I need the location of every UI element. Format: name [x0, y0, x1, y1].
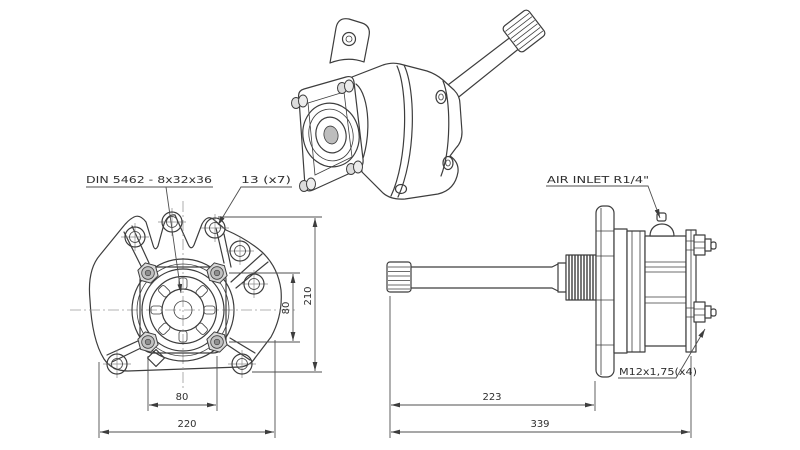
dim-text-bolt-pattern-width: 80: [176, 392, 189, 403]
side-splined-tip: [386, 261, 412, 293]
side-view: [386, 205, 717, 378]
side-shaft: [410, 263, 559, 292]
iso-boss-hole: [435, 89, 447, 105]
iso-boss-hole-inner: [438, 93, 444, 101]
dim-text-shaft-length: 223: [482, 392, 501, 403]
leader-air-inlet: [546, 185, 661, 219]
iso-ear-hole: [341, 31, 357, 47]
dim-text-flange-height: 210: [303, 286, 314, 305]
spline-bore: [131, 258, 235, 362]
dim-text-bolt-pattern-height: 80: [281, 302, 292, 315]
stud-nut-lower: [686, 301, 717, 323]
front-mounting-face: [139, 266, 227, 354]
ext-line: [389, 296, 692, 438]
front-view-dimensions: 80 210 80 220: [98, 216, 322, 438]
side-shaft-collar: [557, 262, 567, 293]
isometric-view: [291, 9, 546, 200]
dim-text-total-length: 339: [530, 419, 549, 430]
iso-housing-outline: [351, 62, 463, 200]
iso-boss-hole-inner: [445, 159, 451, 167]
iso-stud-nut: [291, 94, 308, 109]
iso-stud-nut: [337, 79, 354, 94]
side-body-front-plate: [626, 230, 646, 353]
front-view: [70, 201, 297, 388]
side-body-cylinder: [644, 235, 687, 347]
iso-splined-tip: [502, 9, 546, 53]
ext-line: [218, 216, 322, 373]
front-port: [146, 348, 166, 368]
iso-boss-hole: [394, 183, 408, 195]
front-ribs: [106, 225, 269, 363]
side-view-dimensions: 223 339: [389, 296, 692, 438]
iso-shaft: [443, 35, 522, 101]
iso-stud-nut: [346, 160, 363, 175]
iso-boss-hole: [442, 155, 454, 171]
label-air-inlet: AIR INLET R1/4": [547, 175, 649, 186]
side-flange-details: [596, 208, 614, 375]
stud-nut-upper: [686, 234, 717, 256]
ext-line: [229, 272, 300, 343]
side-splined-hub-teeth: [568, 255, 594, 300]
front-outline: [88, 214, 282, 372]
label-spline-spec: DIN 5462 - 8x32x36: [86, 175, 212, 186]
side-body-front-lines: [631, 231, 641, 352]
side-splined-tip-ribs: [388, 266, 410, 290]
ext-line: [98, 340, 276, 438]
iso-bore: [302, 102, 360, 168]
iso-stud-nut: [299, 177, 316, 192]
dim-text-flange-width: 220: [177, 419, 196, 430]
air-inlet-fitting: [649, 223, 675, 237]
label-stud-spec: M12x1,75(x4): [619, 367, 697, 378]
leader-hole-spec: [217, 186, 292, 226]
iso-ear-hole-inner: [345, 35, 353, 43]
leader-stud-spec: [618, 328, 706, 379]
iso-housing-bands: [355, 64, 450, 198]
iso-ear: [329, 18, 370, 64]
label-hole-spec: 13 (x7): [241, 175, 291, 186]
leader-spline-spec: [86, 186, 213, 293]
side-body-ribs: [645, 261, 686, 304]
ext-line: [147, 356, 218, 411]
callouts: DIN 5462 - 8x32x36 13 (x7) AIR INLET R1/…: [86, 175, 706, 379]
side-flange-plate: [595, 205, 615, 378]
side-spacer: [613, 228, 628, 354]
